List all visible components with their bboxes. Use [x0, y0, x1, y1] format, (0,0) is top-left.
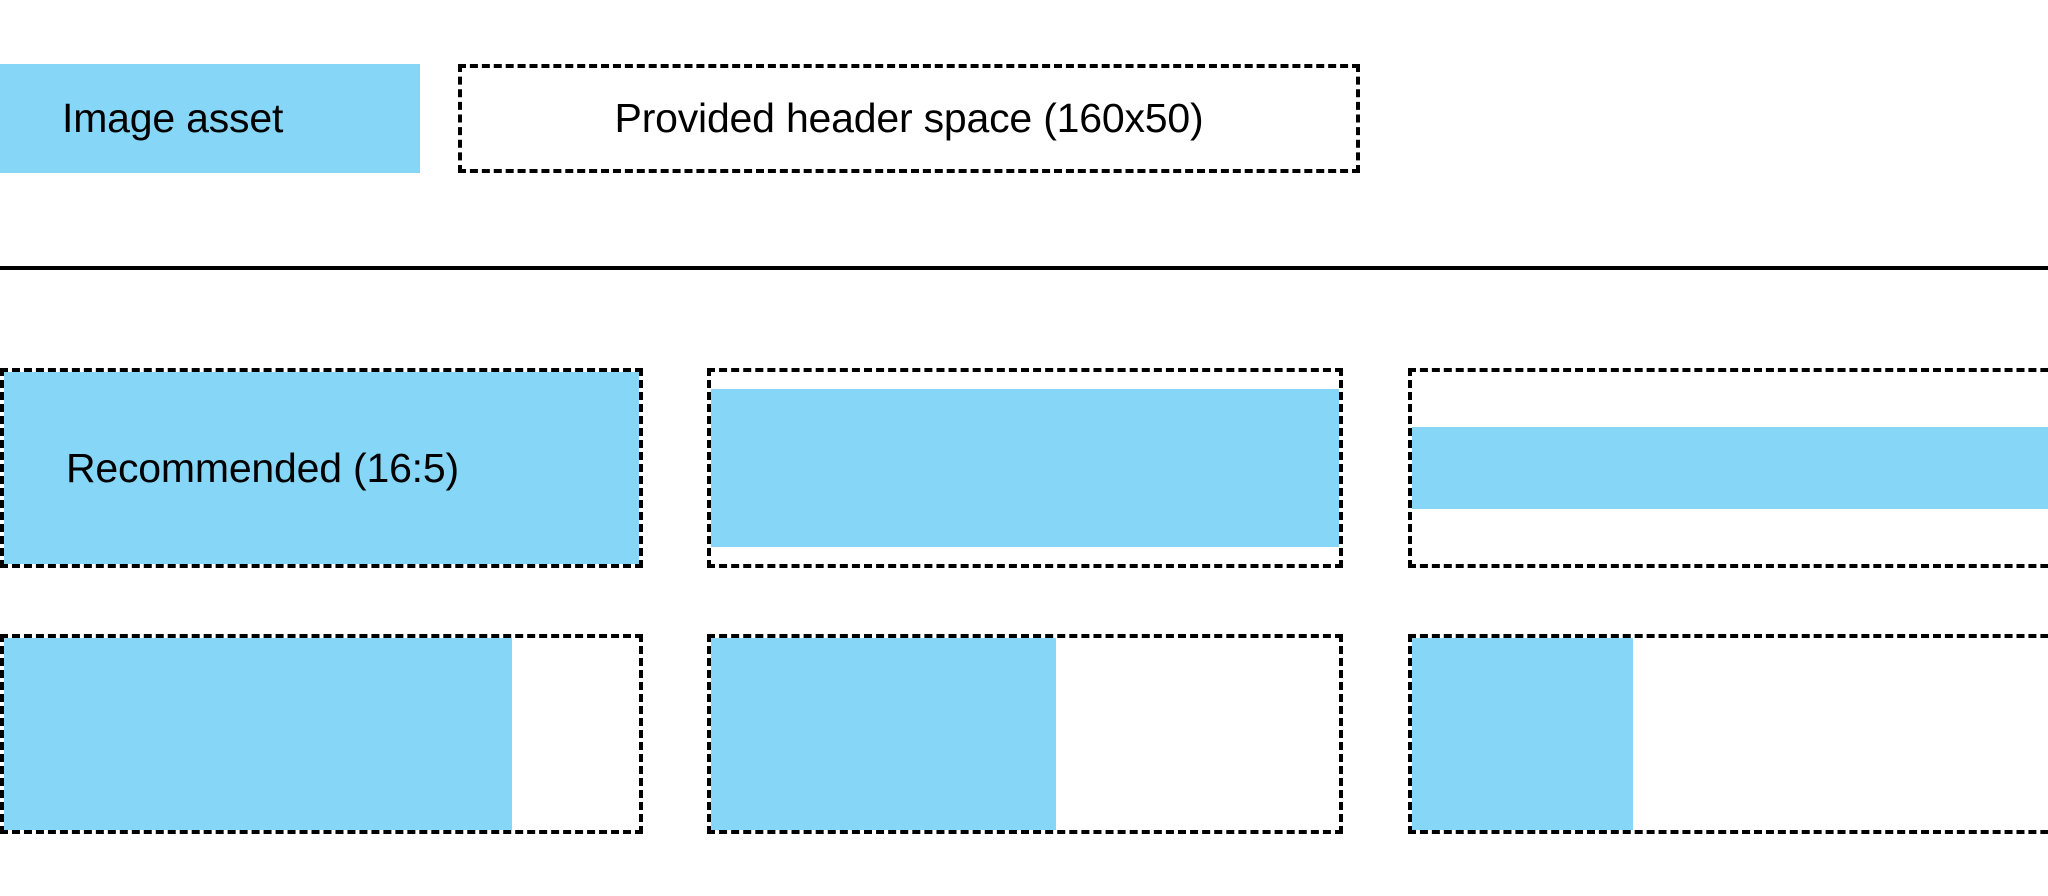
image-fill-block	[4, 638, 512, 830]
aspect-ratio-cell	[0, 634, 643, 834]
image-fill-block	[1412, 426, 2048, 510]
aspect-ratio-sample-grid: Recommended (16:5)	[0, 368, 2048, 838]
image-fill-block	[1412, 638, 1634, 830]
aspect-ratio-row: Recommended (16:5)	[0, 368, 2048, 568]
aspect-ratio-cell	[707, 634, 1343, 834]
image-asset-swatch: Image asset	[0, 64, 420, 173]
image-asset-label: Image asset	[62, 95, 284, 141]
image-fill-block	[711, 638, 1057, 830]
provided-header-space-label: Provided header space (160x50)	[614, 95, 1204, 141]
aspect-ratio-row	[0, 634, 2048, 834]
aspect-ratio-cell	[707, 368, 1343, 568]
provided-header-space-box: Provided header space (160x50)	[458, 64, 1360, 173]
image-fill-block	[711, 389, 1339, 547]
section-divider	[0, 266, 2048, 270]
image-fill-block	[4, 372, 639, 564]
aspect-ratio-cell	[1408, 368, 2048, 568]
aspect-ratio-cell	[1408, 634, 2048, 834]
aspect-ratio-cell: Recommended (16:5)	[0, 368, 643, 568]
header-example-row: Image asset Provided header space (160x5…	[0, 64, 2048, 173]
